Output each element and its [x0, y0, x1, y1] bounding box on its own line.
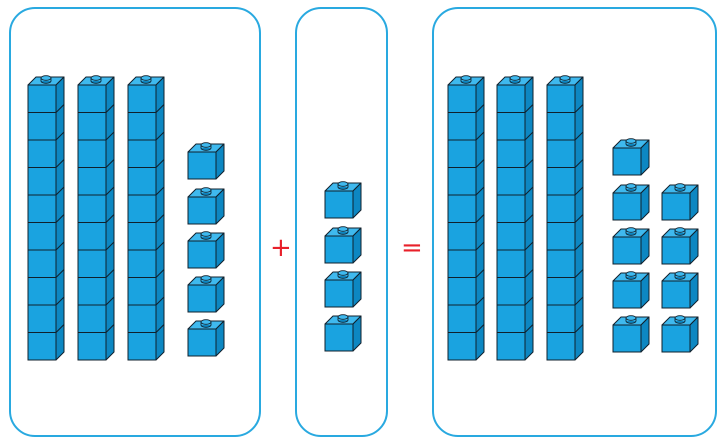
result-unit-cube [661, 227, 699, 265]
result-unit-cube [661, 271, 699, 309]
equals-sign: = [401, 233, 423, 263]
left-unit-cube [187, 319, 225, 357]
result-tens-rod [546, 75, 584, 361]
left-tens-rod [77, 75, 115, 361]
result-unit-cube [612, 138, 650, 176]
result-unit-cube [612, 183, 650, 221]
left-tens-rod [127, 75, 165, 361]
middle-addend-panel [295, 7, 388, 437]
result-unit-cube [661, 183, 699, 221]
left-unit-cube [187, 231, 225, 269]
plus-sign: + [270, 233, 292, 263]
middle-unit-cube [324, 181, 362, 219]
left-unit-cube [187, 142, 225, 180]
left-tens-rod [27, 75, 65, 361]
result-tens-rod [496, 75, 534, 361]
left-unit-cube [187, 187, 225, 225]
result-unit-cube [661, 315, 699, 353]
result-tens-rod [447, 75, 485, 361]
result-unit-cube [612, 315, 650, 353]
middle-unit-cube [324, 270, 362, 308]
middle-unit-cube [324, 226, 362, 264]
middle-unit-cube [324, 314, 362, 352]
result-unit-cube [612, 271, 650, 309]
result-unit-cube [612, 227, 650, 265]
left-unit-cube [187, 275, 225, 313]
